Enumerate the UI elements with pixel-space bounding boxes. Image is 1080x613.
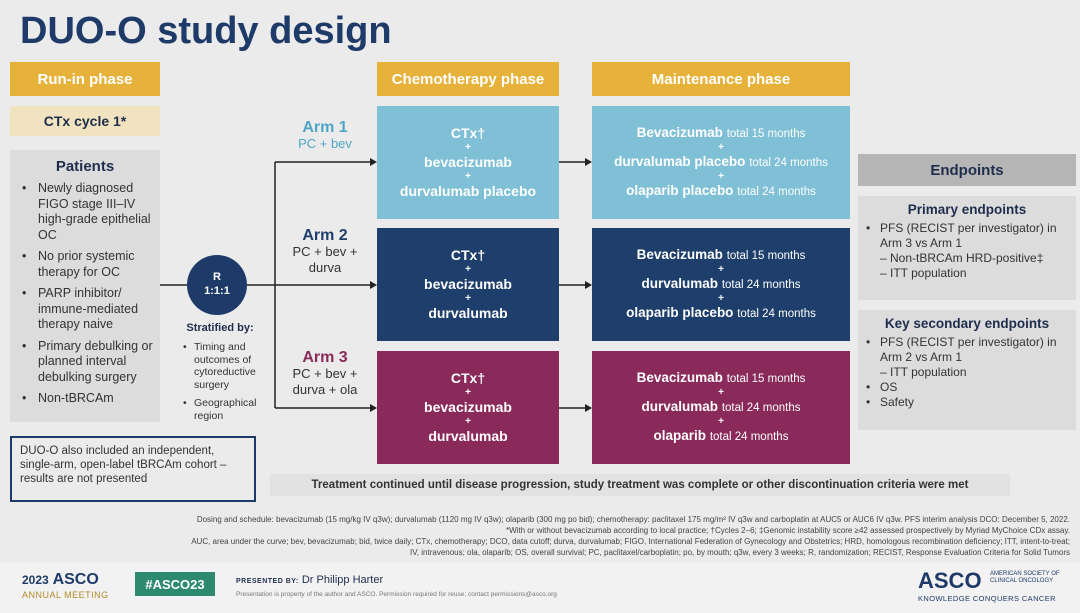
endpoint-line: PFS (RECIST per investigator) in Arm 2 v…: [866, 335, 1068, 365]
stratified-heading: Stratified by:: [186, 322, 254, 334]
primary-endpoints-box: Primary endpoints PFS (RECIST per invest…: [858, 196, 1076, 300]
plus-sign: +: [465, 293, 471, 304]
chemo-item: bevacizumab: [424, 276, 512, 292]
plus-sign: +: [465, 416, 471, 427]
randomization-circle: R 1:1:1: [187, 255, 247, 315]
plus-sign: +: [465, 264, 471, 275]
chemo-item: durvalumab: [428, 305, 508, 321]
randomization-label: R: [213, 271, 221, 283]
meeting-year: 2023: [22, 573, 49, 587]
arm3-maint-box: Bevacizumab total 15 months + durvalumab…: [592, 351, 850, 464]
maint-item: Bevacizumab total 15 months: [636, 370, 806, 385]
endpoint-line: PFS (RECIST per investigator) in Arm 3 v…: [866, 221, 1068, 251]
plus-sign: +: [718, 171, 724, 182]
maint-item: olaparib placebo total 24 months: [626, 183, 816, 198]
stratification-factor: Timing and outcomes of cytoreductive sur…: [183, 341, 263, 391]
patients-heading: Patients: [55, 158, 115, 175]
randomization-ratio: 1:1:1: [204, 285, 230, 297]
plus-sign: +: [718, 387, 724, 398]
endpoint-subline: Non-tBRCAm HRD-positive‡: [866, 251, 1068, 266]
arm2-label: Arm 2 PC + bev + durva: [280, 228, 370, 276]
presented-by-label: PRESENTED BY:: [236, 578, 299, 585]
arm3-label: Arm 3 PC + bev + durva + ola: [280, 350, 370, 398]
footnote: IV, intravenous; ola, olaparib; OS, over…: [409, 548, 1070, 557]
maint-item: olaparib placebo total 24 months: [626, 305, 816, 320]
stratification-factor: Geographical region: [183, 397, 263, 422]
footnote: Dosing and schedule: bevacizumab (15 mg/…: [196, 515, 1070, 524]
arm3-name: Arm 3: [302, 349, 348, 366]
chemo-item: bevacizumab: [424, 399, 512, 415]
endpoint-line: OS: [866, 380, 1068, 395]
arm2-regimen: PC + bev + durva: [292, 244, 358, 275]
arm3-chemo-box: CTx† + bevacizumab + durvalumab: [377, 351, 559, 464]
footnote: *With or without bevacizumab according t…: [505, 526, 1070, 535]
primary-endpoints-heading: Primary endpoints: [907, 202, 1027, 217]
chemo-phase-header: Chemotherapy phase: [377, 62, 559, 96]
patient-criterion: Newly diagnosed FIGO stage III–IV high-g…: [22, 181, 156, 243]
arm3-regimen: PC + bev + durva + ola: [292, 366, 358, 397]
patients-box: Patients Newly diagnosed FIGO stage III–…: [10, 150, 160, 422]
asco-society-name: AMERICAN SOCIETY OF CLINICAL ONCOLOGY: [990, 571, 1060, 584]
arm2-maint-box: Bevacizumab total 15 months + durvalumab…: [592, 228, 850, 341]
endpoint-subline: ITT population: [866, 266, 1068, 281]
meeting-asco: ASCO: [52, 571, 99, 588]
plus-sign: +: [718, 293, 724, 304]
endpoint-subline: ITT population: [866, 365, 1068, 380]
chemo-item: bevacizumab: [424, 154, 512, 170]
runin-phase-header: Run-in phase: [10, 62, 160, 96]
asco-tagline: KNOWLEDGE CONQUERS CANCER: [918, 594, 1056, 603]
ctx-cycle-box: CTx cycle 1*: [10, 106, 160, 136]
meeting-subtitle: ANNUAL MEETING: [22, 590, 109, 600]
arm1-chemo-box: CTx† + bevacizumab + durvalumab placebo: [377, 106, 559, 219]
endpoints-header: Endpoints: [858, 154, 1076, 186]
hashtag-badge: #ASCO23: [135, 572, 215, 596]
chemo-item: durvalumab: [428, 428, 508, 444]
plus-sign: +: [465, 142, 471, 153]
maint-item: Bevacizumab total 15 months: [636, 125, 806, 140]
meeting-logo: 2023 ASCO: [22, 571, 99, 589]
plus-sign: +: [718, 142, 724, 153]
maint-item: Bevacizumab total 15 months: [636, 247, 806, 262]
arm2-name: Arm 2: [302, 227, 348, 244]
plus-sign: +: [465, 171, 471, 182]
patient-criterion: PARP inhibitor/ immune-mediated therapy …: [22, 286, 156, 333]
presenter-name: Dr Philipp Harter: [301, 574, 384, 586]
chemo-item: CTx†: [450, 370, 486, 386]
patient-criterion: Primary debulking or planned interval de…: [22, 339, 156, 386]
maint-item: durvalumab placebo total 24 months: [614, 154, 828, 169]
chemo-item: durvalumab placebo: [399, 183, 537, 199]
treatment-note: Treatment continued until disease progre…: [270, 474, 1010, 496]
chemo-item: CTx†: [450, 247, 486, 263]
arm1-name: Arm 1: [302, 119, 348, 136]
property-notice: Presentation is property of the author a…: [236, 591, 557, 598]
plus-sign: +: [465, 387, 471, 398]
plus-sign: +: [718, 416, 724, 427]
footnotes: Dosing and schedule: bevacizumab (15 mg/…: [60, 514, 1070, 558]
slide-title: DUO-O study design: [20, 10, 392, 52]
maint-item: durvalumab total 24 months: [641, 399, 801, 414]
maint-item: durvalumab total 24 months: [641, 276, 801, 291]
arm1-label: Arm 1 PC + bev: [282, 120, 368, 152]
asco-logo: ASCO: [918, 568, 982, 593]
patient-criterion: Non-tBRCAm: [22, 391, 156, 407]
stratification-list: Timing and outcomes of cytoreductive sur…: [183, 341, 263, 428]
secondary-endpoints-box: Key secondary endpoints PFS (RECIST per …: [858, 310, 1076, 430]
plus-sign: +: [718, 264, 724, 275]
arm1-maint-box: Bevacizumab total 15 months + durvalumab…: [592, 106, 850, 219]
arm2-chemo-box: CTx† + bevacizumab + durvalumab: [377, 228, 559, 341]
patient-criterion: No prior systemic therapy for OC: [22, 249, 156, 280]
presenter-line: PRESENTED BY: Dr Philipp Harter: [236, 574, 383, 586]
secondary-endpoints-heading: Key secondary endpoints: [884, 316, 1050, 331]
cohort-note: DUO-O also included an independent, sing…: [10, 436, 256, 502]
endpoint-line: Safety: [866, 395, 1068, 410]
maint-phase-header: Maintenance phase: [592, 62, 850, 96]
footnote: AUC, area under the curve; bev, bevacizu…: [191, 537, 1070, 546]
arm1-regimen: PC + bev: [298, 136, 352, 151]
chemo-item: CTx†: [450, 125, 486, 141]
maint-item: olaparib total 24 months: [653, 428, 789, 443]
